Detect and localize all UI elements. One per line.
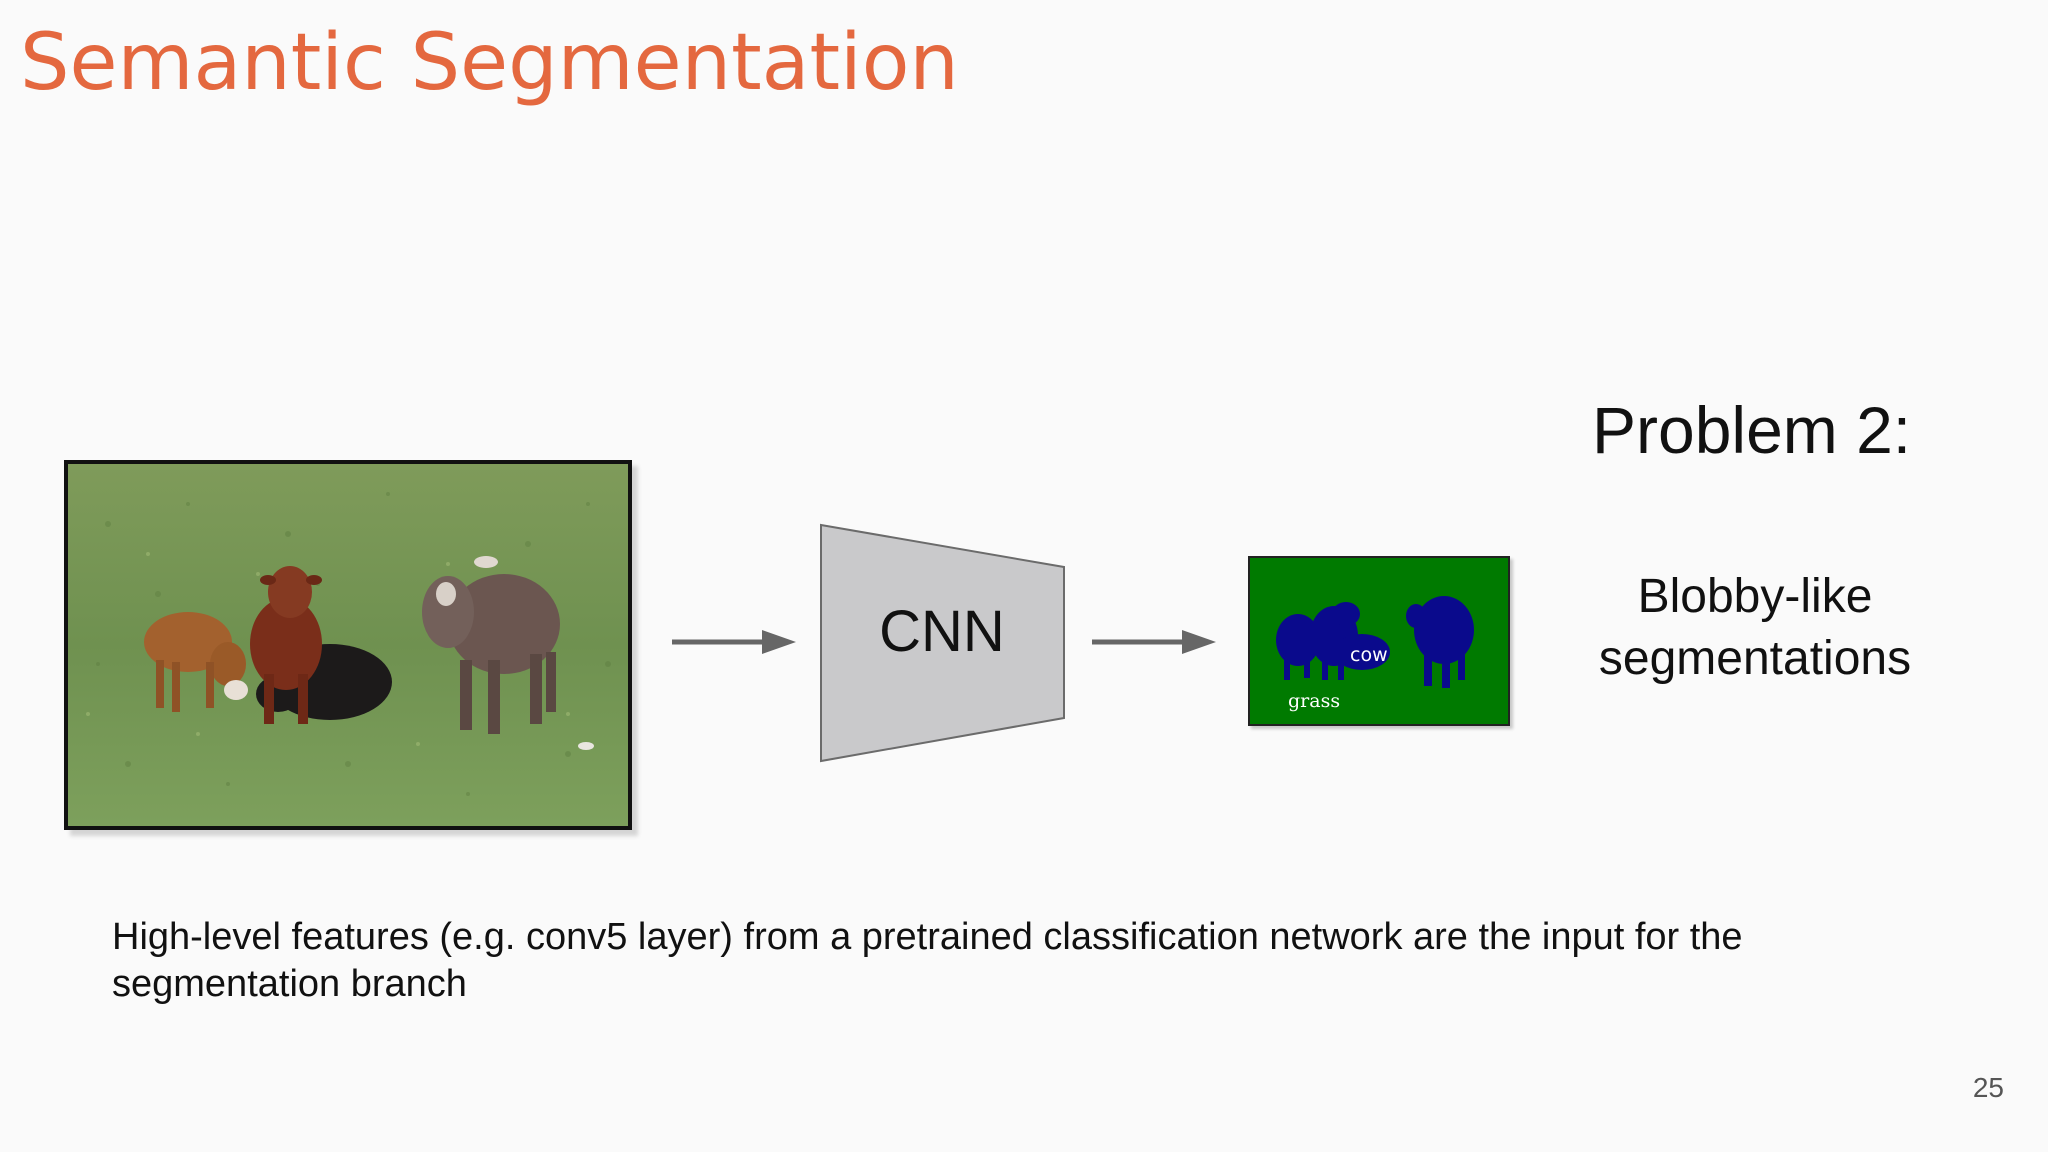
problem-heading: Problem 2:	[1592, 393, 1912, 467]
cow-field-image	[68, 464, 628, 826]
slide-caption: High-level features (e.g. conv5 layer) f…	[112, 916, 1743, 1005]
page-number: 25	[1972, 1072, 2004, 1103]
slide-title: Semantic Segmentation	[20, 18, 959, 108]
segmentation-map	[1248, 556, 1510, 726]
segmentation-mask-image	[1250, 558, 1508, 724]
input-photo	[64, 460, 632, 830]
cnn-label: CNN	[879, 599, 1005, 664]
segmentation-label-cow: cow	[1350, 644, 1388, 666]
arrow-right-icon	[1092, 630, 1216, 654]
arrow-right-icon	[672, 630, 796, 654]
problem-description: Blobby-like segmentations	[1598, 570, 1912, 685]
cnn-block	[820, 523, 1065, 763]
segmentation-label-grass: grass	[1288, 690, 1341, 712]
